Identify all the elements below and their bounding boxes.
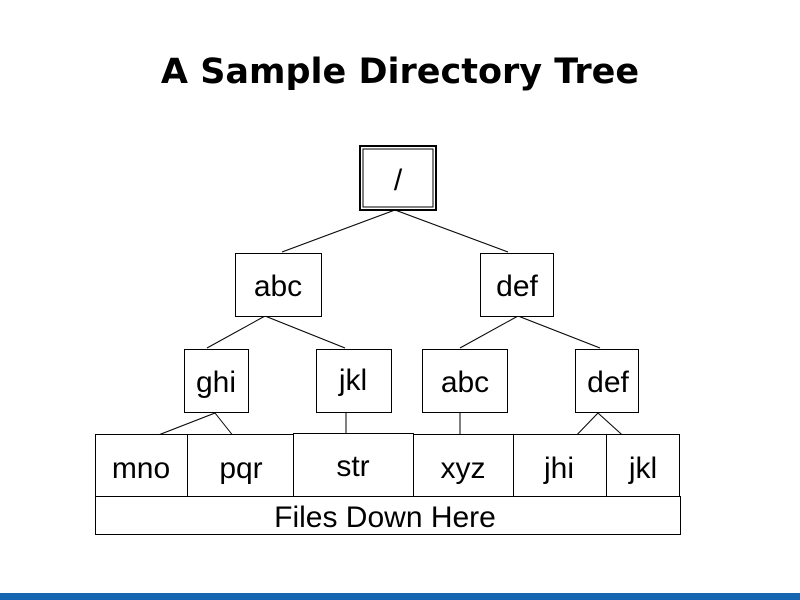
- edge-root-abc: [281, 209, 396, 253]
- leaf-pqr-label: pqr: [219, 452, 262, 485]
- diagram-part: [362, 148, 434, 208]
- diagram-part: [95, 145, 681, 535]
- edge-root-def: [394, 209, 509, 253]
- node-abc-2: [422, 349, 508, 413]
- node-def-2-label: def: [587, 366, 629, 399]
- files-box: [95, 496, 681, 535]
- leaf-str: [293, 433, 414, 497]
- edge-abc-ghi: [206, 315, 266, 349]
- node-ghi: [184, 349, 249, 413]
- edge-def-abc: [459, 315, 519, 349]
- node-ghi-label: ghi: [196, 366, 236, 399]
- leaf-jkl-label: jkl: [628, 452, 657, 485]
- footer-accent-bar: [0, 593, 800, 600]
- slide-title: A Sample Directory Tree: [160, 52, 640, 92]
- leaf-str-label: str: [336, 450, 369, 483]
- node-root-label: /: [394, 164, 403, 197]
- edge-abc-jkl: [264, 315, 346, 349]
- leaf-xyz: [413, 434, 514, 497]
- edge-def-def: [517, 315, 601, 349]
- node-abc: [235, 253, 322, 317]
- files-label: Files Down Here: [274, 501, 496, 534]
- node-root: [359, 145, 437, 211]
- node-abc-label: abc: [254, 270, 302, 303]
- leaf-mno: [95, 434, 188, 497]
- node-def-2: [575, 349, 639, 413]
- node-abc-2-label: abc: [441, 366, 489, 399]
- leaf-mno-label: mno: [112, 452, 170, 485]
- node-def-label: def: [496, 270, 538, 303]
- leaf-jhi-label: jhi: [543, 452, 574, 485]
- node-def: [480, 253, 554, 317]
- leaf-pqr: [187, 434, 294, 497]
- diagram-part: / abc def ghi jkl abc def mno pqr str xy…: [112, 164, 657, 534]
- node-jkl: [316, 349, 392, 413]
- leaf-xyz-label: xyz: [441, 452, 486, 485]
- node-jkl-label: jkl: [338, 364, 367, 397]
